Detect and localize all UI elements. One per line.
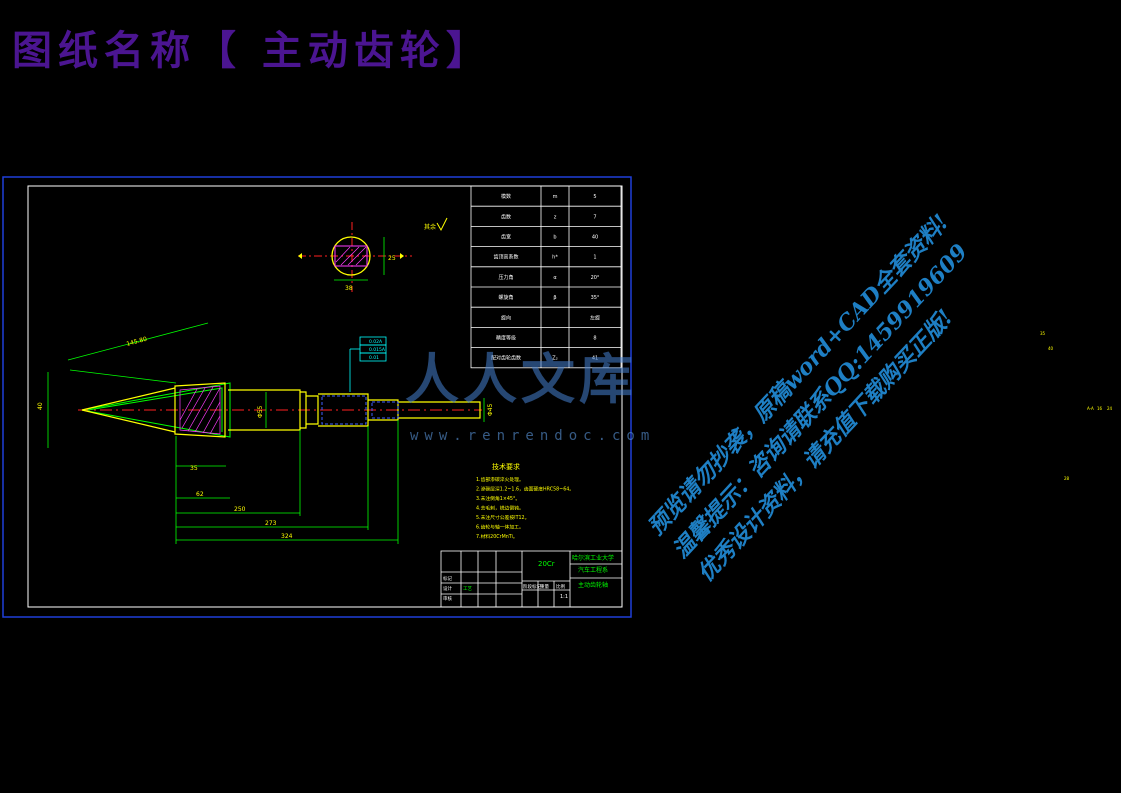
tech-requirements: 技术要求 1.齿部渗碳淬火处理。 2.渗碳层深1.2~1.6，齿面硬度HRC58~…: [476, 462, 574, 540]
parts-table-value: 20°: [591, 275, 600, 281]
watermark-logo: 人人文库: [405, 347, 637, 411]
tech-req-line: 5.未注尺寸公差按IT12。: [476, 514, 529, 521]
parts-table-name: 齿顶高系数: [493, 254, 518, 261]
roughness-note: 其余: [424, 223, 436, 231]
svg-text:35: 35: [1040, 331, 1046, 336]
gear-cone: [81, 382, 231, 438]
title-material: 20Cr: [538, 560, 555, 568]
title-row-1: 标记: [443, 575, 452, 582]
svg-text:A-A: A-A: [1087, 406, 1094, 411]
parts-table-value: 7: [593, 214, 596, 220]
parts-table-value: 40: [592, 235, 598, 241]
parts-table-name: 螺旋角: [498, 294, 513, 301]
parts-table-name: 齿数: [501, 213, 511, 220]
parts-table-symbol: m: [553, 194, 558, 200]
parts-table-symbol: α: [553, 275, 557, 281]
title-hdr-3: 比例: [556, 583, 565, 590]
parts-table-symbol: Z₂: [552, 356, 557, 362]
title-dept: 汽车工程系: [578, 566, 608, 574]
parts-table-symbol: z: [554, 214, 557, 220]
tech-req-line: 3.未注倒角1×45°。: [476, 495, 520, 502]
parts-table-symbol: β: [553, 295, 556, 301]
dim-324: 324: [281, 533, 293, 540]
parts-table-value: 8: [593, 336, 596, 342]
parts-table-name: 精度等级: [496, 335, 516, 342]
title-school: 哈尔滨工业大学: [572, 554, 614, 562]
parts-table-name: 压力角: [498, 274, 513, 281]
parts-table-value: 41: [592, 356, 598, 362]
svg-text:24: 24: [1107, 406, 1113, 411]
parts-table-value: 左旋: [590, 314, 600, 321]
tech-req-line: 7.材料20CrMnTi。: [476, 533, 518, 540]
dim-face: 35: [190, 465, 198, 472]
tolerance-2: 0.015A: [369, 347, 386, 353]
parts-table-symbol: h*: [552, 255, 558, 261]
parts-table-symbol: b: [553, 235, 556, 241]
parts-table-name: 旋向: [501, 314, 511, 321]
parts-table-value: 1: [593, 255, 596, 261]
tech-req-line: 6.齿轮与轴一体加工。: [476, 524, 524, 531]
dim-62: 62: [196, 491, 204, 498]
svg-text:28: 28: [1064, 476, 1070, 481]
inner-frame: [27, 185, 623, 608]
parts-table-name: 模数: [501, 193, 511, 200]
parts-table-value: 35°: [591, 295, 600, 301]
parts-table-name: 配对齿轮齿数: [491, 355, 521, 362]
parts-table-name: 齿宽: [501, 234, 511, 241]
svg-text:40: 40: [1048, 346, 1054, 351]
parts-table-frame: [470, 185, 622, 369]
svg-text:16: 16: [1097, 406, 1103, 411]
dim-dia-45: Φ45: [487, 403, 494, 416]
shaft: [228, 389, 481, 431]
title-hdr-2: 重量: [540, 583, 549, 590]
parts-table-value: 5: [593, 194, 596, 200]
page-title: 图纸名称【 主动齿轮】: [12, 27, 492, 74]
dim-pitch-dia: 40: [37, 402, 44, 410]
teeth-hatch: [179, 385, 221, 435]
tolerance-3: 0.01: [369, 355, 379, 361]
title-hdr-1: 阶段标记: [523, 583, 541, 590]
roughness-symbol: [436, 217, 448, 232]
dim-cone-length: 145.80: [126, 336, 148, 348]
title-row-2: 设计: [443, 585, 452, 592]
dim-250: 250: [234, 506, 246, 513]
title-row-4: 工艺: [463, 586, 472, 592]
dim-dia-55: Φ55: [257, 405, 264, 418]
section-view: [298, 222, 412, 292]
section-dim-height: 25: [388, 255, 396, 262]
tolerance-1: 0.02A: [369, 339, 383, 345]
spline: [321, 395, 399, 425]
title-scale: 1:1: [560, 594, 568, 600]
title-part-name: 主动齿轮轴: [578, 581, 608, 589]
tech-req-line: 4.去毛刺，锐边倒钝。: [476, 505, 524, 512]
tech-req-title: 技术要求: [492, 462, 520, 471]
tech-req-line: 2.渗碳层深1.2~1.6，齿面硬度HRC58~64。: [476, 486, 574, 493]
parts-table: 模数 m 5 齿数 z 7 齿宽 b 40 齿顶高系数 h* 1 压力角 α 20° 螺旋角 β 35° 旋向 左旋精…: [470, 185, 622, 369]
tolerance-frames: [349, 336, 387, 392]
tech-req-line: 1.齿部渗碳淬火处理。: [476, 476, 524, 483]
title-row-3: 审核: [443, 595, 452, 602]
title-block: [440, 550, 623, 608]
section-dim-width: 38: [345, 285, 353, 292]
dim-273: 273: [265, 520, 277, 527]
outer-frame: [2, 176, 632, 618]
watermark-url: www.renrendoc.com: [410, 428, 656, 444]
dim-lines: [47, 322, 485, 544]
gear-cone-edges: [81, 382, 226, 438]
